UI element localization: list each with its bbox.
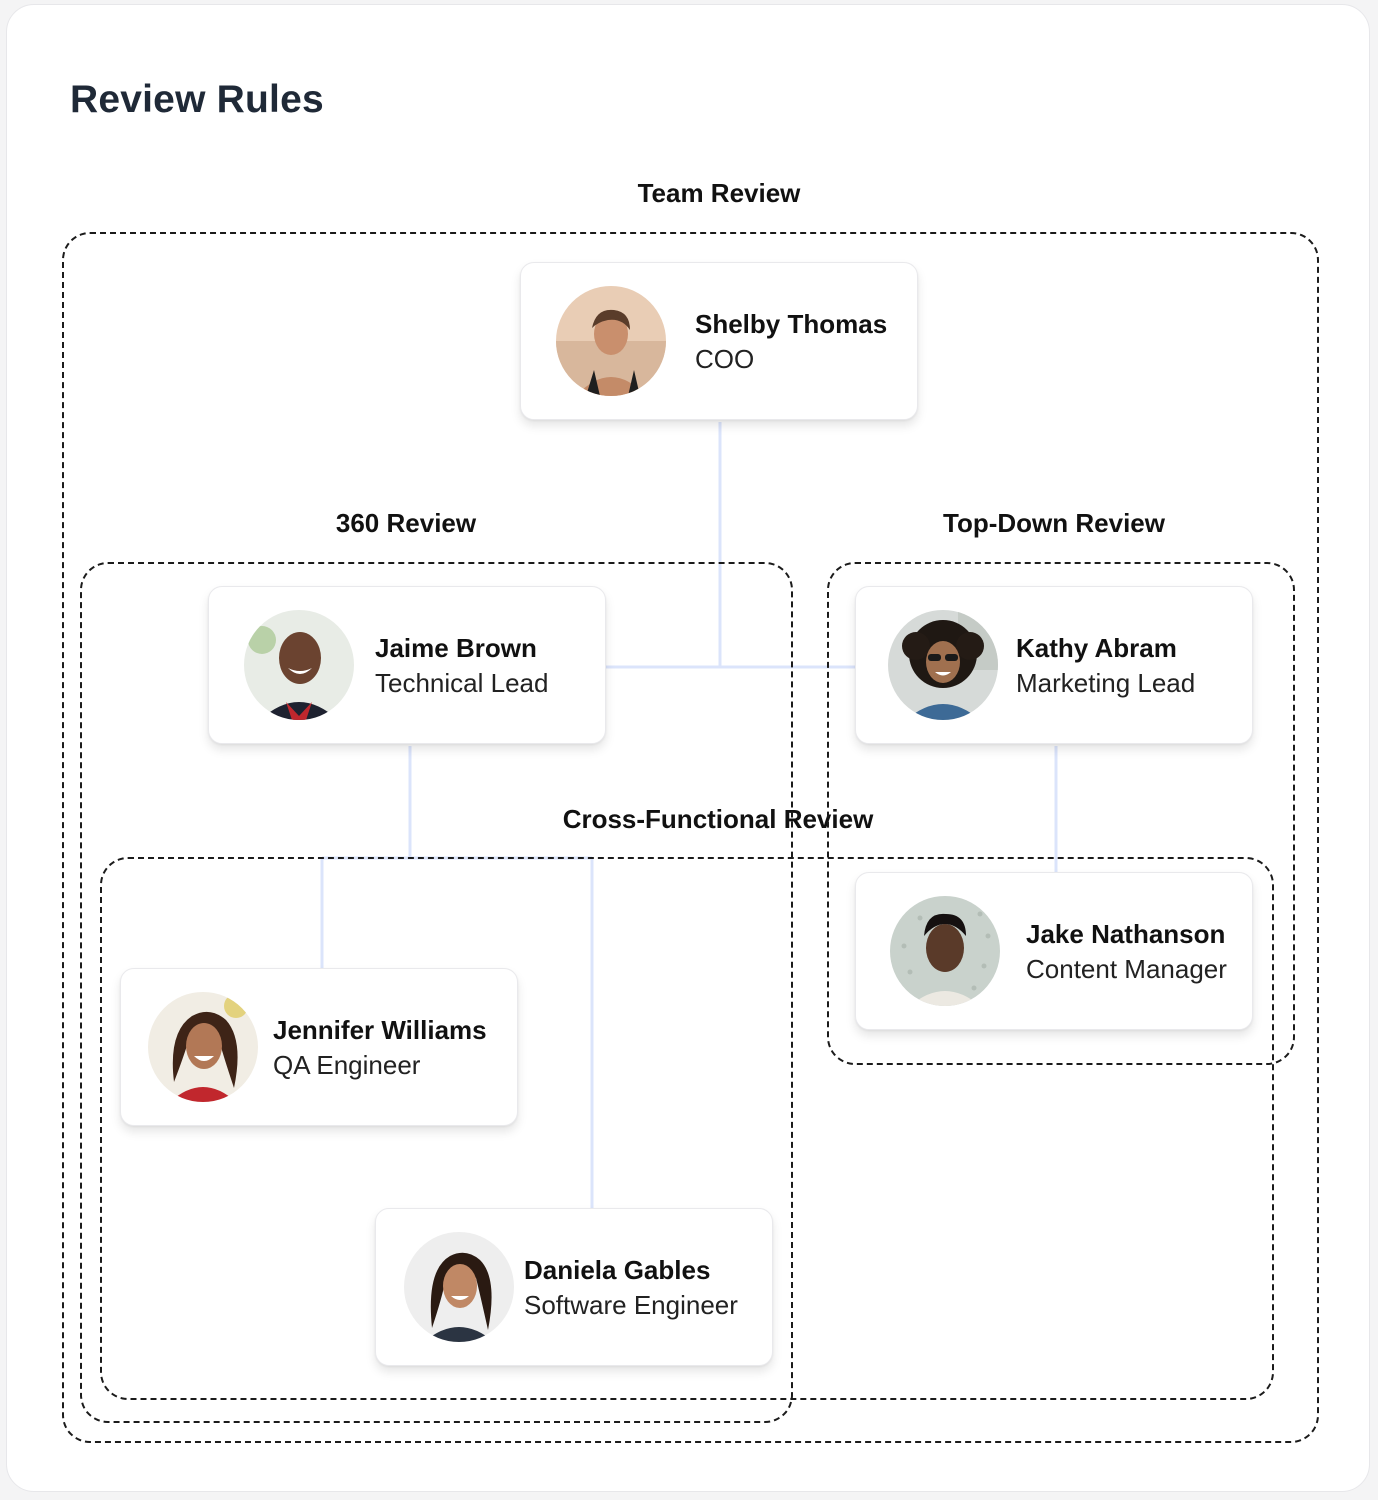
person-info: Shelby Thomas COO xyxy=(695,307,887,377)
avatar xyxy=(404,1232,514,1342)
top-down-review-group xyxy=(827,562,1295,1065)
team-review-group xyxy=(62,232,1319,1443)
top-down-review-label: Top-Down Review xyxy=(943,508,1165,538)
person-role: Technical Lead xyxy=(375,668,549,698)
person-card-jake-nathanson[interactable]: Jake Nathanson Content Manager xyxy=(855,872,1253,1030)
person-role: QA Engineer xyxy=(273,1050,421,1080)
cross-functional-review-label: Cross-Functional Review xyxy=(562,804,874,834)
person-info: Daniela Gables Software Engineer xyxy=(524,1253,738,1323)
person-role: Content Manager xyxy=(1026,954,1227,984)
360-review-label: 360 Review xyxy=(335,508,477,538)
avatar xyxy=(890,896,1000,1006)
cross-functional-review-group xyxy=(100,857,1274,1400)
avatar xyxy=(888,610,998,720)
person-card-jennifer-williams[interactable]: Jennifer Williams QA Engineer xyxy=(120,968,518,1126)
person-role: Software Engineer xyxy=(524,1290,738,1320)
person-name: Daniela Gables xyxy=(524,1255,711,1285)
person-info: Jaime Brown Technical Lead xyxy=(375,631,548,701)
person-card-jaime-brown[interactable]: Jaime Brown Technical Lead xyxy=(208,586,606,744)
person-role: Marketing Lead xyxy=(1016,668,1196,698)
person-info: Jake Nathanson Content Manager xyxy=(1026,917,1227,987)
page-title: Review Rules xyxy=(70,78,324,121)
avatar xyxy=(556,286,666,396)
person-card-daniela-gables[interactable]: Daniela Gables Software Engineer xyxy=(375,1208,773,1366)
person-role: COO xyxy=(695,344,755,374)
avatar xyxy=(244,610,354,720)
avatar xyxy=(148,992,258,1102)
person-name: Shelby Thomas xyxy=(695,309,888,339)
person-name: Jennifer Williams xyxy=(273,1015,487,1045)
person-info: Jennifer Williams QA Engineer xyxy=(273,1013,487,1083)
person-card-kathy-abram[interactable]: Kathy Abram Marketing Lead xyxy=(855,586,1253,744)
person-info: Kathy Abram Marketing Lead xyxy=(1016,631,1195,701)
person-name: Kathy Abram xyxy=(1016,633,1177,663)
person-card-shelby-thomas[interactable]: Shelby Thomas COO xyxy=(520,262,918,420)
team-review-label: Team Review xyxy=(637,178,801,208)
person-name: Jaime Brown xyxy=(375,633,537,663)
person-name: Jake Nathanson xyxy=(1026,919,1226,949)
360-review-group xyxy=(80,562,793,1423)
